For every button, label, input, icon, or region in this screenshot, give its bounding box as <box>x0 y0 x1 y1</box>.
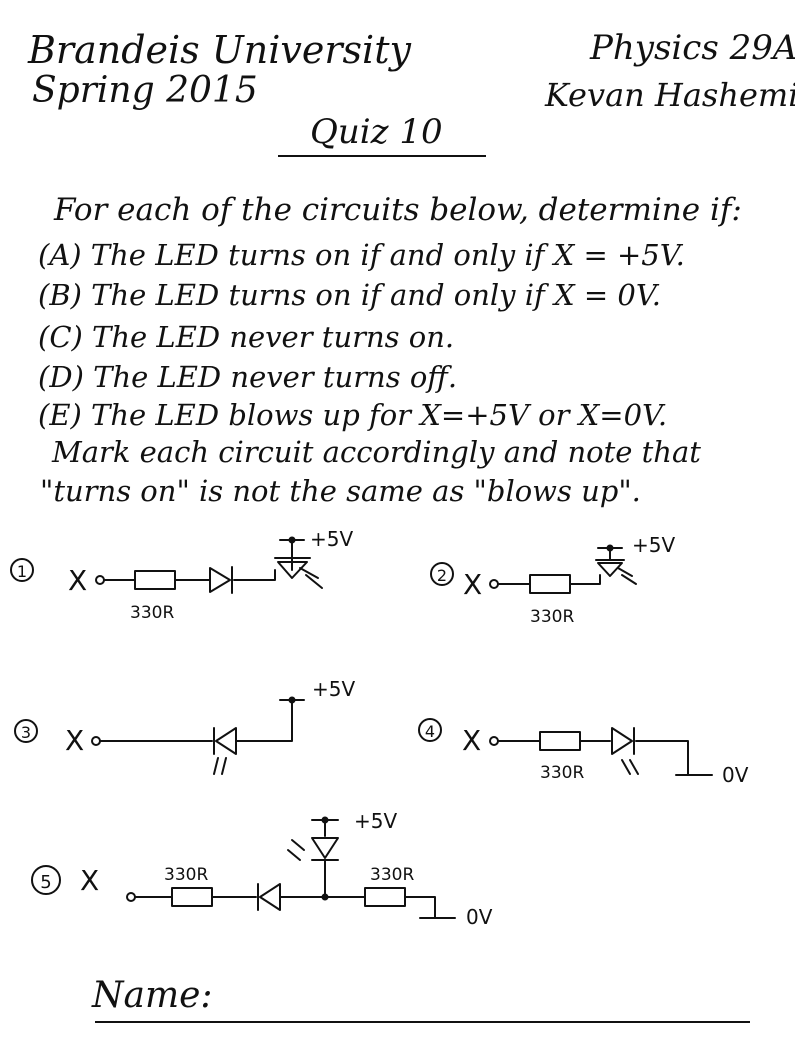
circuit-2-wires <box>497 547 611 585</box>
circuit-2-input-label: X <box>463 568 482 601</box>
circuit-3-number: 3 <box>21 723 31 742</box>
semester: Spring 2015 <box>32 70 258 111</box>
circuit-5-number: 5 <box>40 872 51 893</box>
circuit-1-diode <box>209 566 233 594</box>
name-label: Name: <box>92 975 213 1016</box>
circuit-4-ground-label: 0V <box>722 763 749 787</box>
circuit-2-input-terminal <box>489 579 499 589</box>
option-c: (C) The LED never turns on. <box>38 320 455 354</box>
university-name: Brandeis University <box>28 28 411 72</box>
option-e: (E) The LED blows up for X=+5V or X=0V. <box>38 398 668 432</box>
circuit-3-input-terminal <box>91 736 101 746</box>
circuit-1-input-label: X <box>68 564 87 597</box>
circuit-2-number-circle <box>430 562 454 586</box>
circuit-5: 5 X 330R +5V 330R 0V <box>31 809 493 929</box>
circuit-5-supply-label: +5V <box>354 809 397 833</box>
circuit-1-led <box>274 557 323 589</box>
circuit-2-resistor <box>529 574 571 594</box>
circuit-3-supply-label: +5V <box>312 677 355 701</box>
circuit-2: 2 X 330R +5V <box>430 533 675 627</box>
circuit-1: 1 X 330R +5V <box>10 527 353 623</box>
circuit-5-resistor-right-label: 330R <box>370 865 414 885</box>
circuit-1-resistor <box>134 570 176 590</box>
circuit-1-number-circle <box>10 558 34 582</box>
circuit-4-led <box>611 727 639 775</box>
circuit-1-wires <box>103 539 293 581</box>
quiz-title: Quiz 10 <box>310 112 443 152</box>
circuit-5-resistor-right <box>364 887 406 907</box>
circuit-4-resistor <box>539 731 581 751</box>
circuit-5-input-label: X <box>80 864 99 897</box>
name-field[interactable] <box>95 1021 750 1023</box>
circuit-5-number-circle <box>31 865 61 895</box>
circuit-2-led <box>595 559 637 585</box>
circuit-5-led <box>287 837 339 861</box>
course-name: Physics 29A <box>590 28 795 68</box>
option-d: (D) The LED never turns off. <box>38 360 458 394</box>
circuit-4-number-circle <box>418 718 442 742</box>
instructor-name: Kevan Hashemi <box>545 76 795 114</box>
circuit-2-number: 2 <box>437 566 447 585</box>
instructions-intro: For each of the circuits below, determin… <box>54 192 742 228</box>
circuit-4-input-label: X <box>462 724 481 757</box>
mark-instruction-1: Mark each circuit accordingly and note t… <box>52 435 701 469</box>
quiz-title-underline <box>278 155 486 157</box>
circuit-1-input-terminal <box>95 575 105 585</box>
circuit-4: 4 X 330R 0V <box>418 718 749 787</box>
option-a: (A) The LED turns on if and only if X = … <box>38 238 685 272</box>
circuit-3-input-label: X <box>65 724 84 757</box>
circuit-5-ground-label: 0V <box>466 905 493 929</box>
circuit-1-number: 1 <box>17 562 27 581</box>
circuit-3-wires <box>99 699 293 742</box>
mark-instruction-2: "turns on" is not the same as "blows up"… <box>40 474 641 508</box>
circuit-5-input-terminal <box>126 892 136 902</box>
circuit-5-resistor-left-label: 330R <box>164 865 208 885</box>
circuit-5-diode <box>257 883 281 911</box>
circuit-3-led <box>213 727 237 775</box>
circuit-4-input-terminal <box>489 736 499 746</box>
circuit-3-number-circle <box>14 719 38 743</box>
circuit-5-resistor-left <box>171 887 213 907</box>
circuit-1-supply-label: +5V <box>310 527 353 551</box>
circuit-4-resistor-label: 330R <box>540 763 584 783</box>
circuit-4-wires <box>497 740 689 776</box>
circuit-3: 3 X +5V <box>14 677 355 775</box>
circuit-5-junction <box>321 893 329 901</box>
circuit-2-resistor-label: 330R <box>530 607 574 627</box>
circuit-4-number: 4 <box>425 722 435 741</box>
circuit-1-resistor-label: 330R <box>130 603 174 623</box>
circuit-2-supply-label: +5V <box>632 533 675 557</box>
option-b: (B) The LED turns on if and only if X = … <box>38 278 661 312</box>
